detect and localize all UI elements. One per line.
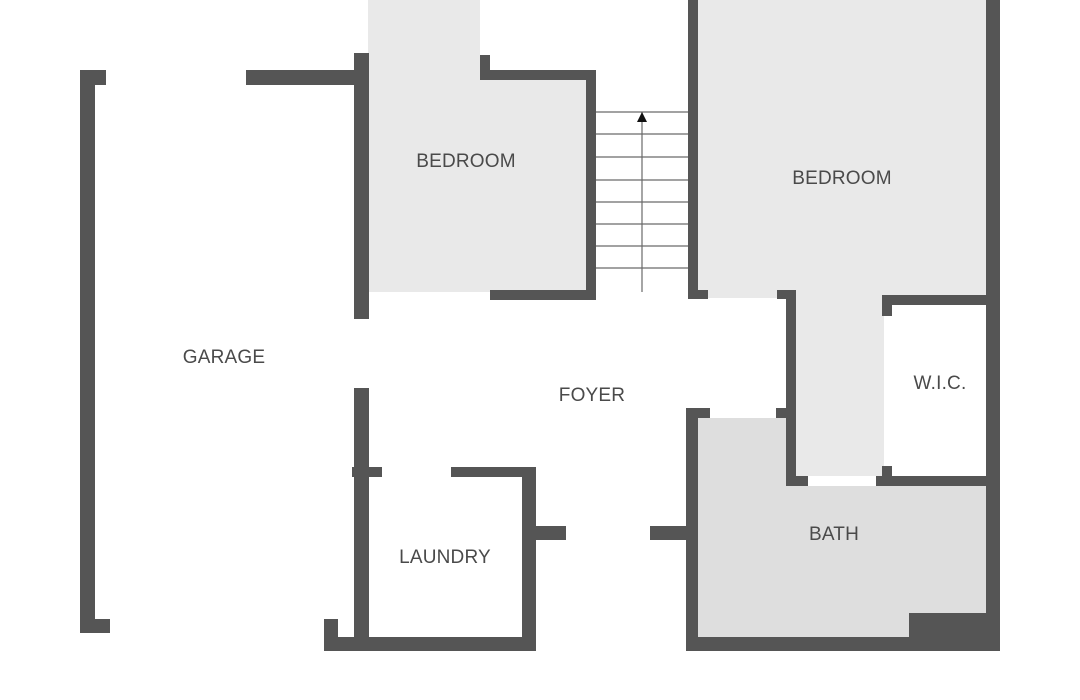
arrow-up-icon (637, 112, 647, 122)
room-fills (368, 0, 988, 637)
walls (80, 0, 1000, 651)
label-wic: W.I.C. (914, 373, 967, 394)
staircase (596, 111, 688, 292)
bedroom-right-area (697, 0, 988, 476)
label-foyer: FOYER (559, 385, 625, 406)
label-garage: GARAGE (183, 347, 266, 368)
label-bath: BATH (809, 524, 859, 545)
bedroom-left-area (368, 0, 588, 292)
label-bedroom-left: BEDROOM (416, 151, 516, 172)
label-laundry: LAUNDRY (399, 547, 491, 568)
bath-area (697, 418, 988, 637)
room-labels: GARAGE BEDROOM BEDROOM FOYER LAUNDRY BAT… (183, 151, 967, 568)
label-bedroom-right: BEDROOM (792, 168, 892, 189)
